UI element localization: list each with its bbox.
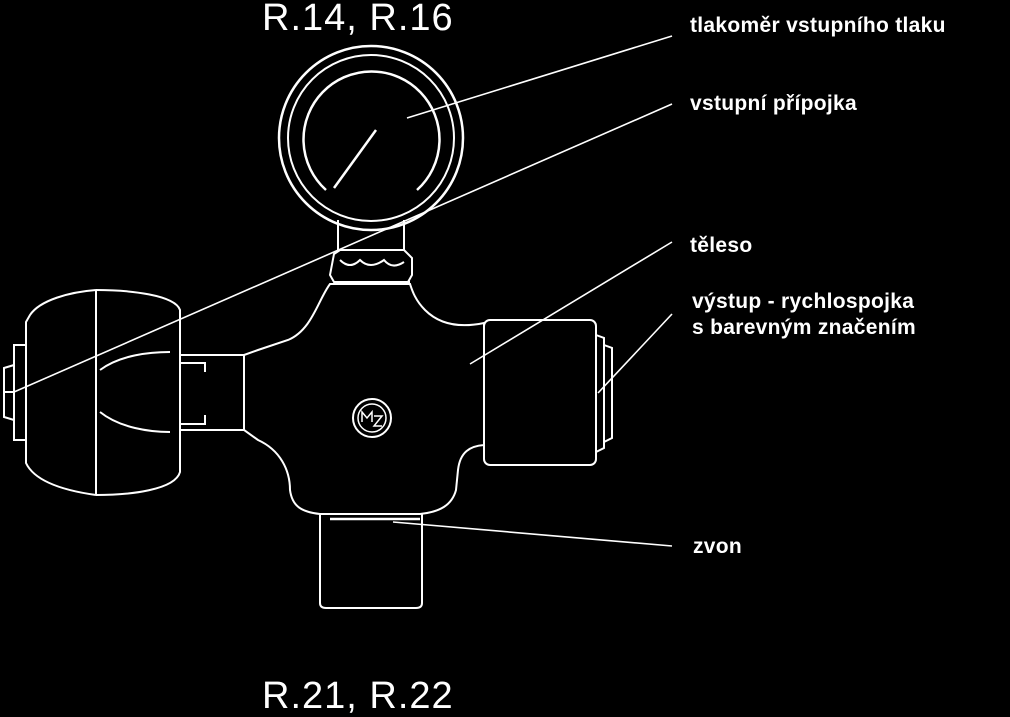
- handwheel-grip: [100, 352, 170, 432]
- inlet-nipple: [14, 345, 26, 440]
- coupling-ring-2: [604, 345, 612, 442]
- leader-body: [470, 242, 672, 364]
- label-inlet: vstupní přípojka: [690, 92, 857, 115]
- label-bell: zvon: [693, 535, 743, 558]
- gauge-inner-ring: [288, 55, 454, 221]
- label-outlet-line2: s barevným značením: [692, 316, 916, 339]
- logo-outer-circle: [353, 399, 391, 437]
- coupling-ring-1: [596, 335, 604, 452]
- pressure-gauge: [279, 46, 463, 250]
- leader-lines: [14, 36, 672, 546]
- logo-inner-circle: [358, 404, 386, 432]
- label-outlet-line1: výstup - rychlospojka: [692, 290, 915, 313]
- regulator-drawing: [0, 0, 1010, 690]
- coupling-sleeve: [484, 320, 596, 465]
- label-gauge: tlakoměr vstupního tlaku: [690, 14, 946, 37]
- handwheel-left: [26, 290, 96, 495]
- leader-outlet: [598, 314, 672, 393]
- inlet-shaft-detail: [180, 363, 205, 424]
- mz-logo: [353, 399, 391, 437]
- inlet-shaft: [180, 355, 244, 430]
- gauge-outer-ring: [279, 46, 463, 230]
- nut-outline: [330, 250, 412, 282]
- inlet-connector: [4, 290, 244, 495]
- leader-inlet: [14, 104, 672, 392]
- bell: [320, 514, 422, 608]
- logo-letters: [362, 412, 382, 426]
- inlet-tip: [4, 365, 14, 420]
- title-top: R.14, R.16: [262, 0, 454, 39]
- nut-facets: [340, 260, 404, 266]
- outlet-coupling: [484, 320, 612, 465]
- handwheel-right: [96, 290, 180, 495]
- title-bottom: R.21, R.22: [262, 675, 454, 717]
- label-body: těleso: [690, 234, 753, 257]
- leader-bell: [393, 522, 672, 546]
- regulator-body-outline: [244, 284, 484, 514]
- gauge-scale-arc: [303, 71, 439, 190]
- hex-nut: [330, 250, 412, 282]
- leader-gauge: [407, 36, 672, 118]
- gauge-needle: [334, 130, 376, 188]
- bell-outline: [320, 514, 422, 608]
